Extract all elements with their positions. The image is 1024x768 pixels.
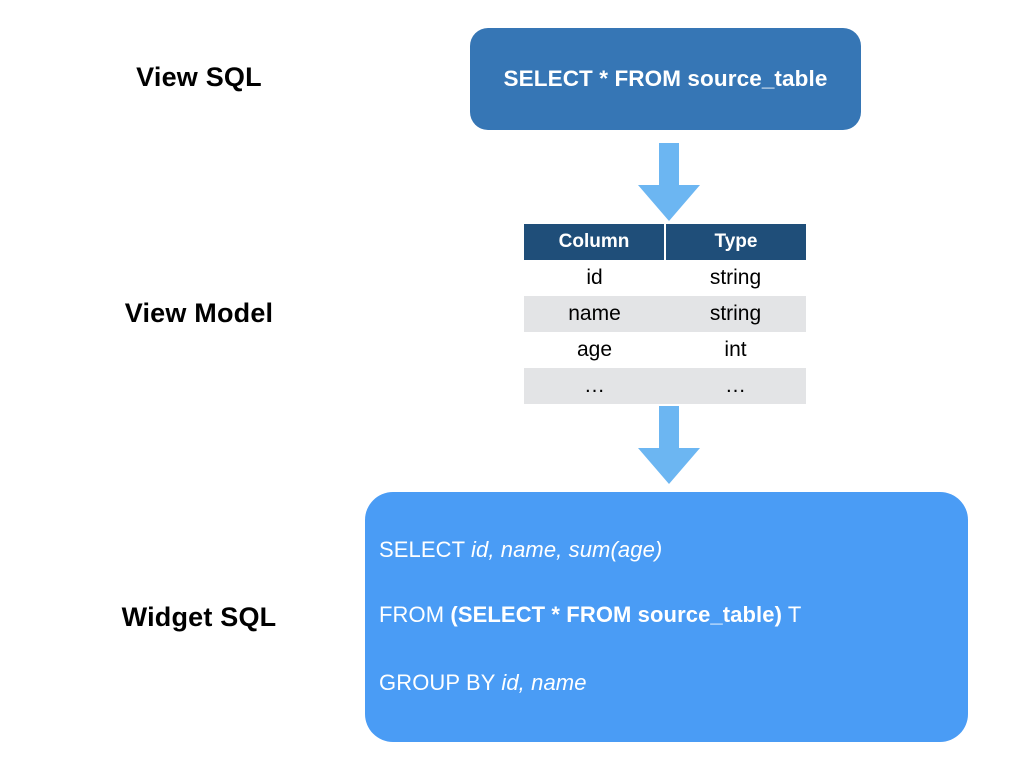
- widget-sql-line-group-by: GROUP BY id, name: [379, 670, 587, 696]
- table-header-row: Column Type: [524, 224, 806, 260]
- widget-sql-box: SELECT id, name, sum(age) FROM (SELECT *…: [365, 492, 968, 742]
- arrow-down-icon-view-sql-to-view-model: [638, 143, 700, 221]
- widget-sql-select-columns: id, name, sum(age): [471, 537, 663, 562]
- table-cell-column: id: [524, 260, 665, 296]
- table-cell-column: age: [524, 332, 665, 368]
- view-sql-query-text: SELECT * FROM source_table: [503, 66, 828, 91]
- widget-sql-group-by-columns: id, name: [501, 670, 587, 695]
- table-header-type: Type: [665, 224, 806, 260]
- table-header-column: Column: [524, 224, 666, 260]
- widget-sql-line-from: FROM (SELECT * FROM source_table) T: [379, 602, 801, 628]
- widget-sql-line-select: SELECT id, name, sum(age): [379, 537, 662, 563]
- row-label-widget-sql: Widget SQL: [121, 602, 277, 632]
- table-row: age int: [524, 332, 806, 368]
- arrow-down-icon: [638, 406, 700, 484]
- table-row: … …: [524, 368, 806, 404]
- table-cell-type: …: [665, 368, 806, 404]
- table-row: id string: [524, 260, 806, 296]
- table-cell-type: string: [665, 296, 806, 332]
- widget-sql-close-paren: ): [774, 602, 783, 627]
- widget-sql-alias: T: [782, 602, 802, 627]
- table-cell-type: string: [665, 260, 806, 296]
- widget-sql-keyword-select: SELECT: [379, 537, 471, 562]
- row-label-view-sql: View SQL: [136, 62, 262, 92]
- view-model-table: Column Type id string name string age in…: [524, 224, 806, 404]
- widget-sql-subquery: SELECT * FROM source_table: [457, 602, 775, 627]
- table-cell-column: …: [524, 368, 665, 404]
- table-cell-column: name: [524, 296, 665, 332]
- widget-sql-keyword-from: FROM: [379, 602, 451, 627]
- arrow-down-icon: [638, 143, 700, 221]
- table-row: name string: [524, 296, 806, 332]
- row-label-view-model: View Model: [124, 298, 274, 328]
- widget-sql-keyword-group-by: GROUP BY: [379, 670, 502, 695]
- view-sql-box: SELECT * FROM source_table: [470, 28, 861, 130]
- table-cell-type: int: [665, 332, 806, 368]
- arrow-down-icon-view-model-to-widget-sql: [638, 406, 700, 484]
- widget-sql-open-paren: (: [450, 602, 458, 627]
